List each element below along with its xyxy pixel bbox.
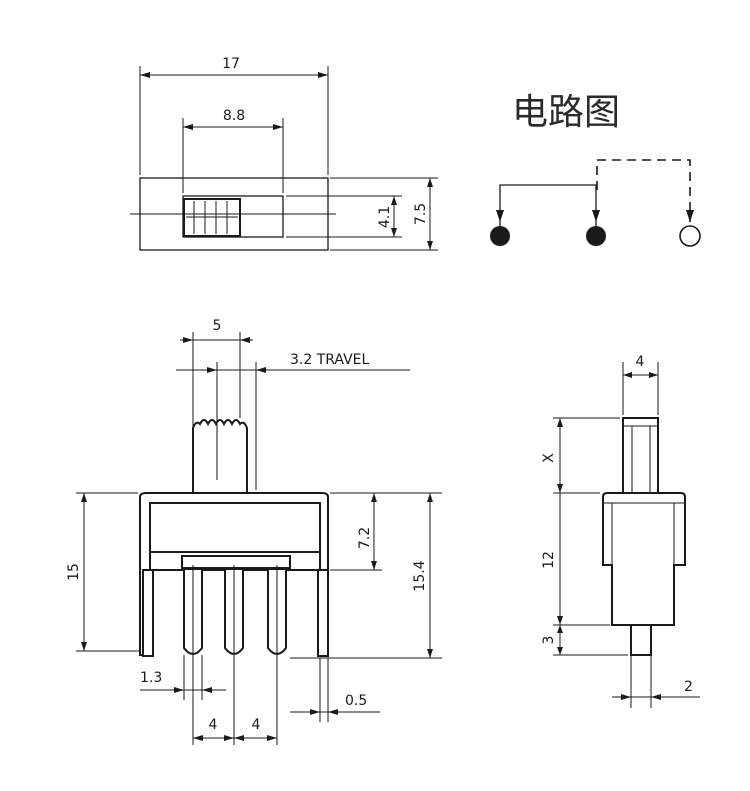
dim-actuator-width-label: 4 [636, 354, 645, 370]
dim-pin-width-label: 1.3 [140, 670, 162, 686]
dim-pitch-b-label: 4 [252, 717, 261, 733]
dim-travel-label: 3.2 TRAVEL [290, 352, 370, 368]
dim-total-height-label: 15.4 [412, 560, 428, 591]
front-view: 5 3.2 TRAVEL 15 7.2 15.4 1.3 [66, 318, 442, 745]
dim-pitch-a-label: 4 [209, 717, 218, 733]
circuit-diagram: 电路图 [490, 92, 701, 247]
terminal-closed [586, 226, 606, 246]
side-view-actuator [622, 417, 659, 494]
front-view-lug-left [142, 569, 154, 657]
dashed-contact-line [596, 159, 691, 222]
dim-pin-height-label: 7.2 [357, 527, 373, 549]
front-view-actuator [192, 419, 248, 494]
dim-width-label: 17 [222, 56, 240, 72]
dim-height-label: 7.5 [413, 203, 429, 225]
solid-contact-line [499, 184, 597, 228]
dim-side-pin-width-label: 2 [684, 679, 693, 695]
front-view-lug-right [317, 569, 329, 657]
dim-lug-thickness-label: 0.5 [345, 693, 367, 709]
dim-actuator-length-label: X [541, 453, 557, 463]
side-view-pin [630, 624, 652, 656]
terminal-common [490, 226, 510, 246]
dim-slot-height-label: 4.1 [377, 206, 393, 228]
dim-body-length-label: 12 [541, 551, 557, 569]
side-view: 4 X 12 3 2 [541, 354, 700, 708]
side-view-body [602, 492, 686, 626]
top-view: 17 8.8 4.1 7.5 [130, 56, 438, 251]
dim-body-height-label: 15 [66, 563, 82, 581]
dim-actuator-label: 5 [213, 318, 222, 334]
circuit-title: 电路图 [512, 92, 620, 133]
terminal-open [679, 225, 701, 247]
dim-slot-label: 8.8 [223, 108, 245, 124]
dim-pin-length-label: 3 [541, 636, 557, 645]
